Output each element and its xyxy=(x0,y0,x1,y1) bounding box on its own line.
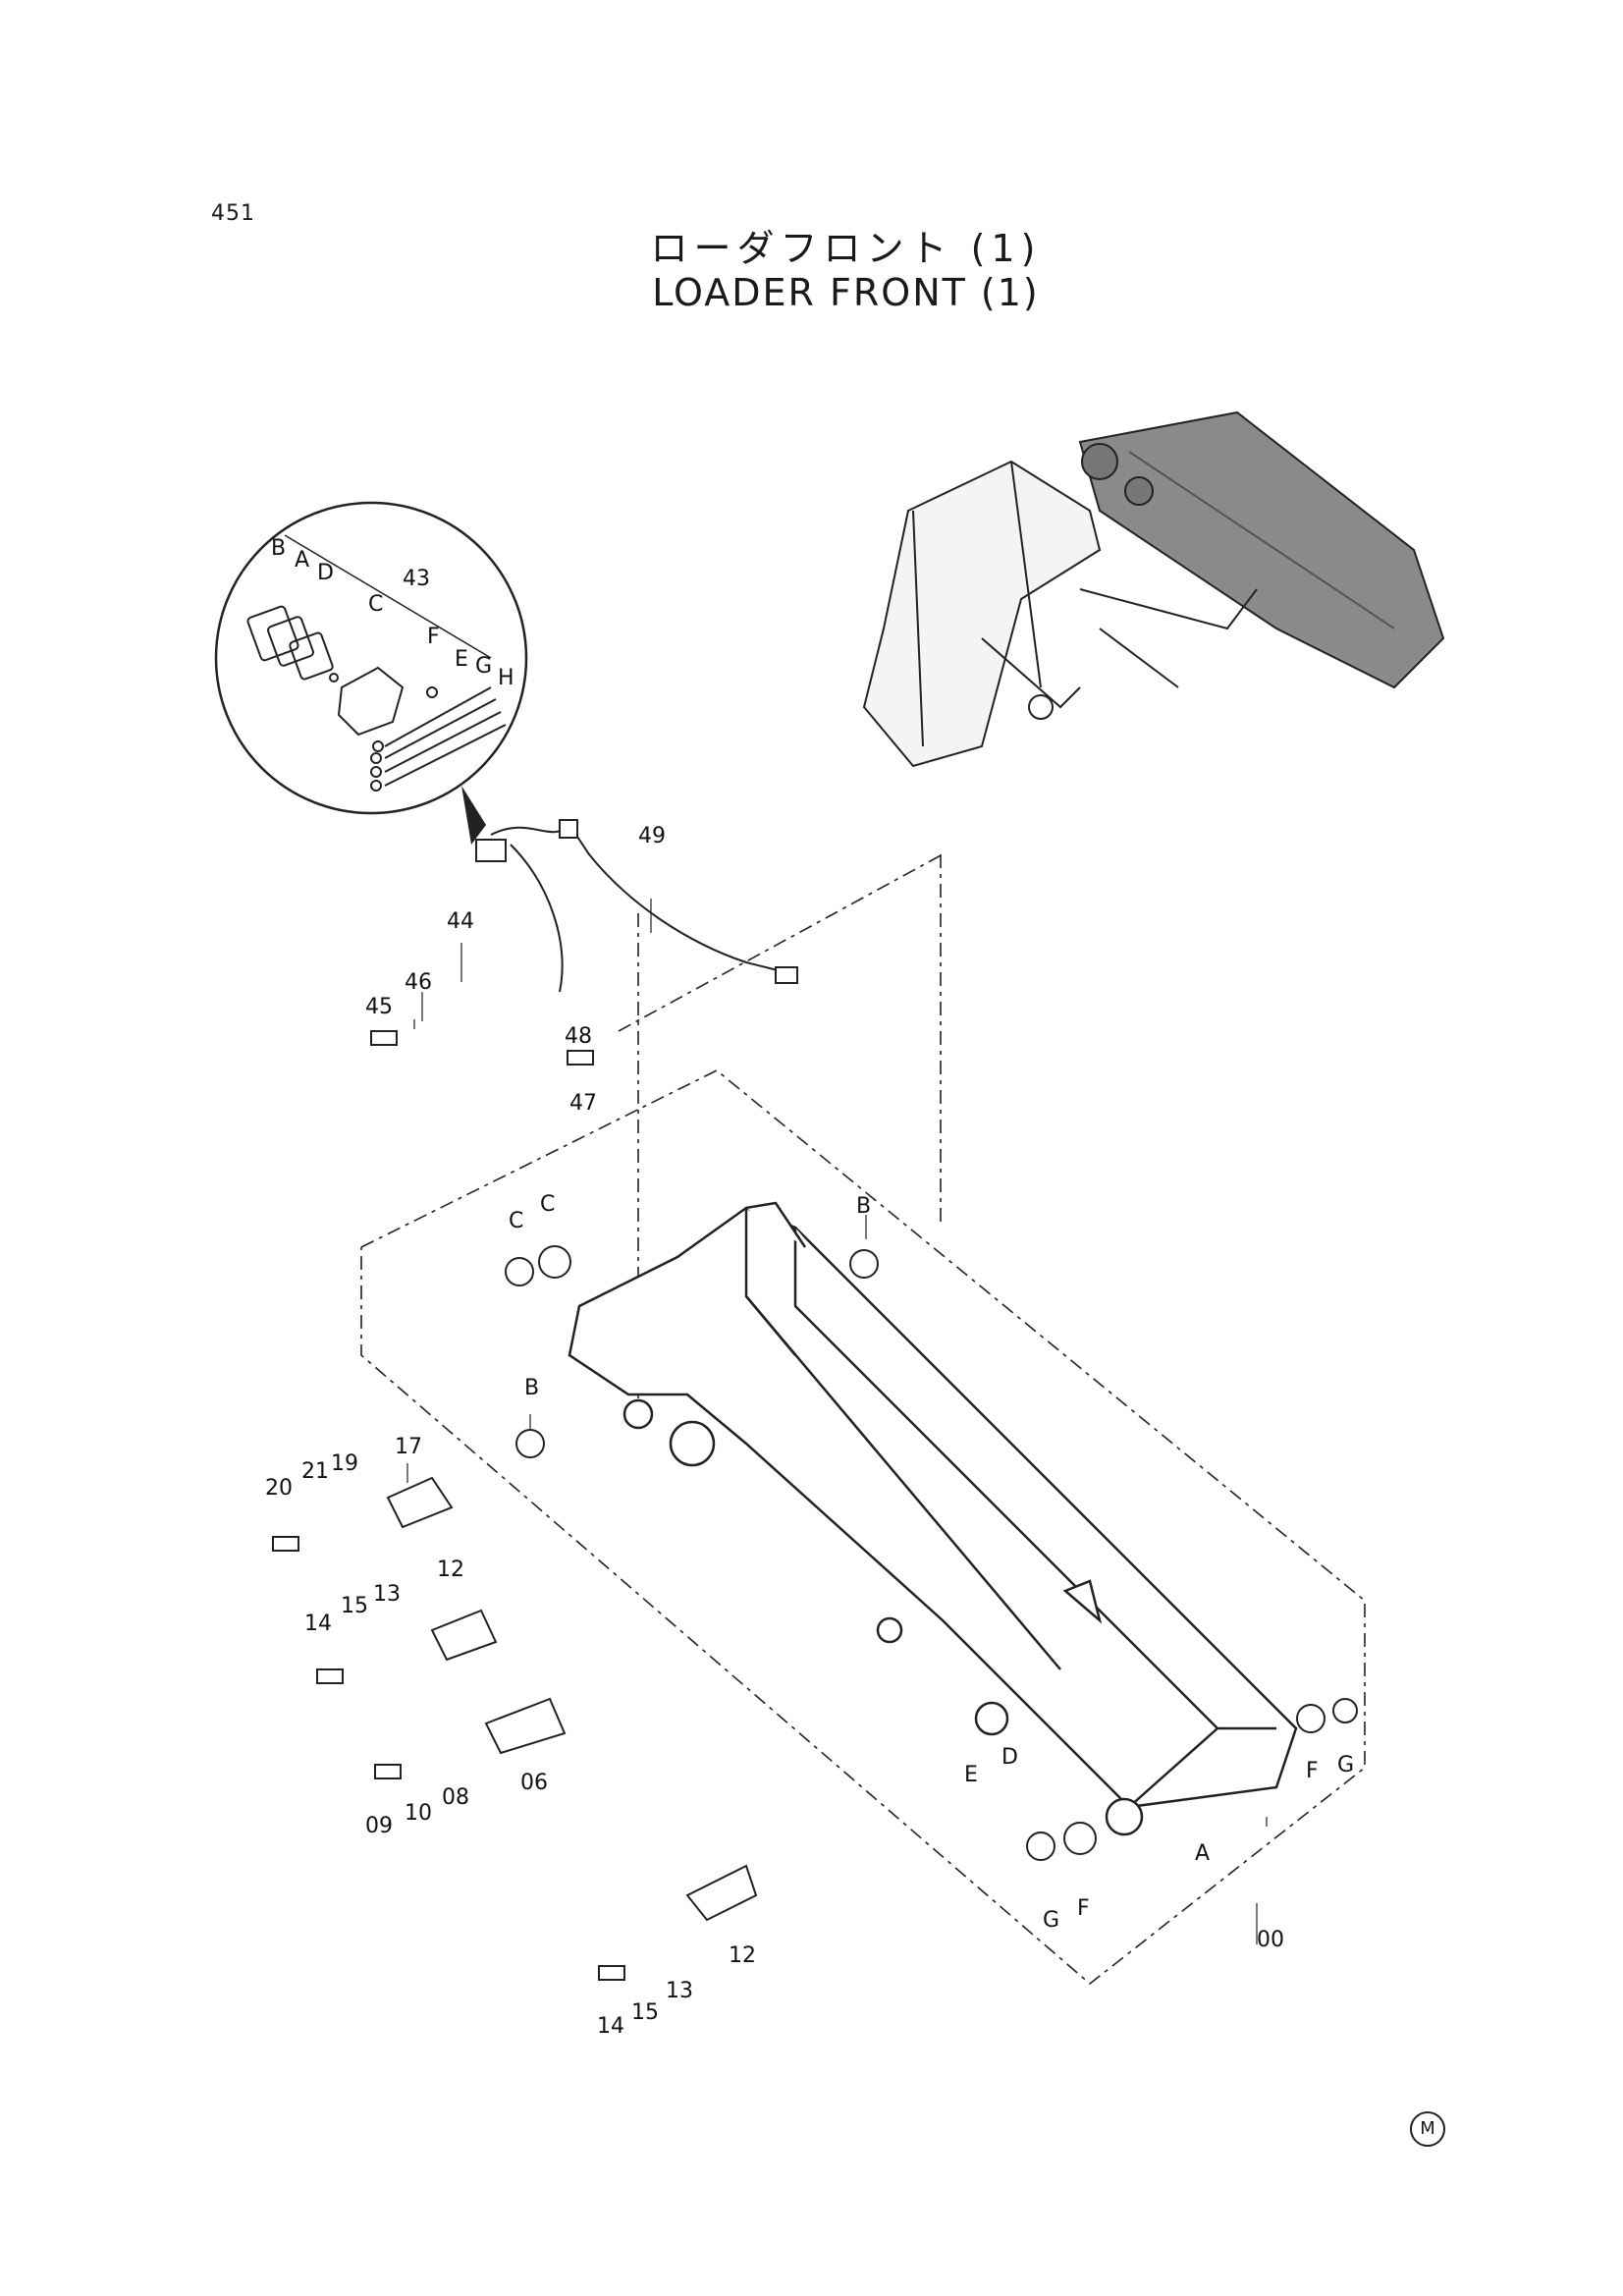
callout-label: 46 xyxy=(405,970,432,995)
callout-label: 09 xyxy=(365,1814,393,1838)
callout-label: B xyxy=(271,536,286,561)
leader-lines xyxy=(406,899,1268,1944)
callout-label: A xyxy=(1195,1841,1210,1866)
inset-detail-circle xyxy=(214,501,528,845)
callout-label: G xyxy=(1337,1753,1354,1777)
callout-label: C xyxy=(509,1209,523,1233)
callout-label: C xyxy=(368,592,383,617)
callout-label: 12 xyxy=(729,1943,756,1968)
callout-label: 14 xyxy=(304,1612,332,1636)
callout-label: 48 xyxy=(565,1024,592,1049)
callout-label: 13 xyxy=(373,1582,401,1607)
callout-label: 13 xyxy=(666,1979,693,2003)
callout-label: 14 xyxy=(597,2014,624,2039)
callout-label: B xyxy=(524,1376,539,1400)
callout-label: 45 xyxy=(365,995,393,1019)
callout-label: 47 xyxy=(569,1091,597,1116)
page-title-english: LOADER FRONT (1) xyxy=(652,271,1040,314)
callout-label: 17 xyxy=(395,1435,422,1459)
callout-label: 19 xyxy=(331,1451,358,1476)
page-title-japanese: ローダフロント (1) xyxy=(650,227,1042,270)
callout-label: E xyxy=(455,647,468,672)
callout-label: A xyxy=(295,548,309,573)
callout-label: B xyxy=(856,1194,871,1219)
page-number: 451 xyxy=(211,201,255,226)
callout-label: 06 xyxy=(520,1771,548,1795)
callout-label: 21 xyxy=(301,1459,329,1484)
wiring-harness xyxy=(475,819,798,993)
callout-label: G xyxy=(475,654,492,679)
callout-label: F xyxy=(1306,1759,1319,1783)
manufacturer-mark: M xyxy=(1410,2111,1445,2147)
callout-label: 10 xyxy=(405,1801,432,1826)
inset-pointer-icon xyxy=(461,786,486,845)
callout-label: D xyxy=(1001,1745,1018,1770)
callout-label: D xyxy=(317,561,334,585)
callout-label: H xyxy=(498,666,514,690)
callout-label: 49 xyxy=(638,824,666,848)
boom-assembly xyxy=(568,1201,1298,1836)
callout-label: 43 xyxy=(403,567,430,591)
callout-label: 15 xyxy=(631,2000,659,2025)
fasteners xyxy=(272,1030,1358,1981)
callout-label: 20 xyxy=(265,1476,293,1501)
callout-label: 00 xyxy=(1257,1928,1284,1952)
loader-overview-illustration xyxy=(862,410,1445,768)
callout-label: F xyxy=(1077,1896,1090,1921)
callout-label: 12 xyxy=(437,1558,464,1582)
callout-label: G xyxy=(1043,1908,1059,1933)
callout-label: 44 xyxy=(447,909,474,934)
callout-label: C xyxy=(540,1192,555,1217)
callout-label: F xyxy=(427,625,440,649)
callout-label: E xyxy=(964,1763,978,1787)
callout-label: 15 xyxy=(341,1594,368,1618)
callout-labels: B A D 43 C F E G H 49 44 45 46 48 47 C C… xyxy=(265,536,1354,2039)
callout-label: 08 xyxy=(442,1785,469,1810)
